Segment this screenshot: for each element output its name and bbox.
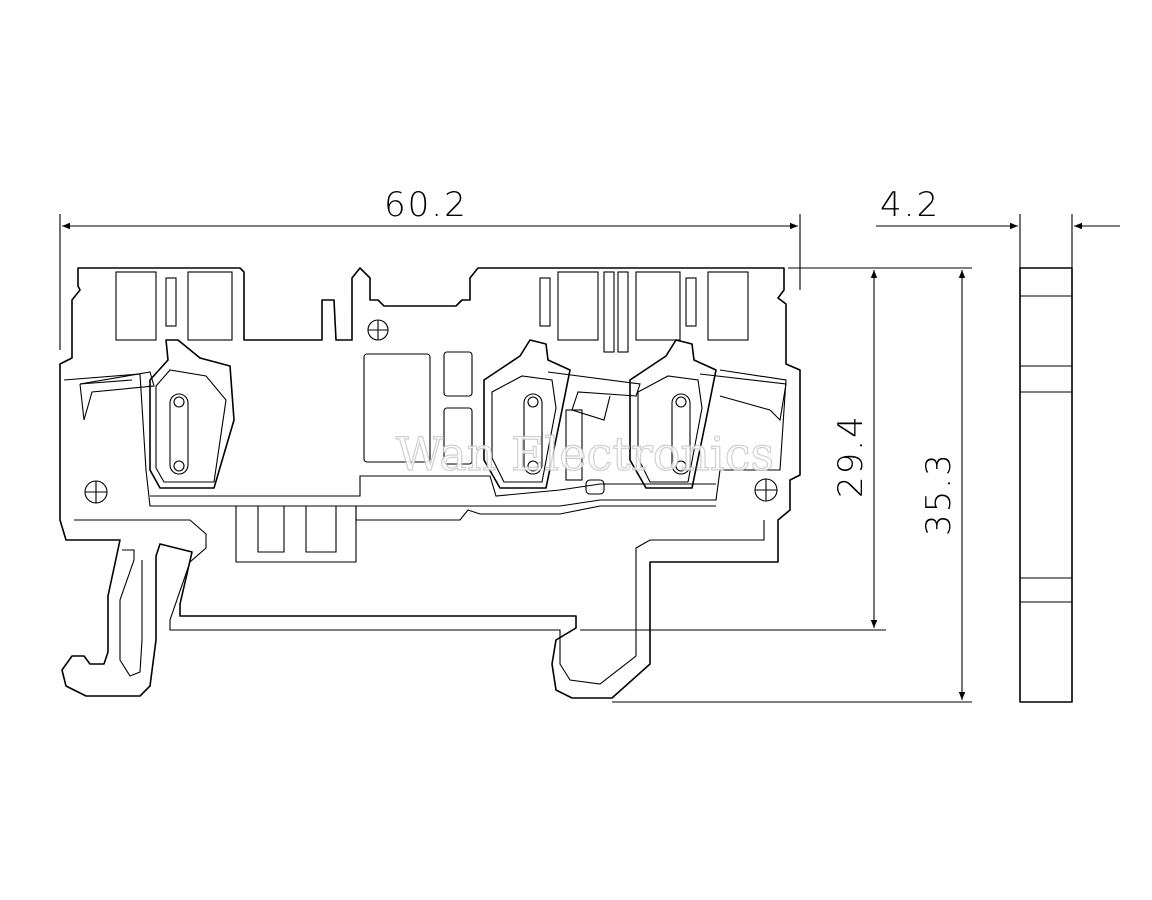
dimension-height-inner: 29.4	[580, 267, 886, 631]
dimension-height-total: 35.3	[612, 267, 972, 703]
screw-3	[754, 478, 778, 502]
spring-clamp-1	[79, 339, 235, 489]
marker-window	[363, 353, 431, 463]
bus-bar	[150, 475, 716, 497]
bus-bar-lower	[355, 505, 716, 521]
top-slot-2	[165, 277, 177, 327]
dim-label-height-inner: 29.4	[831, 414, 871, 498]
lower-slot	[257, 506, 337, 553]
top-slot-10	[707, 271, 749, 341]
spring-clamp-3	[629, 339, 787, 489]
housing-outline	[59, 267, 801, 699]
top-slot-4	[539, 277, 551, 327]
screw-2	[84, 480, 108, 504]
screw-1	[367, 319, 389, 341]
top-slot-8	[635, 271, 681, 341]
foot-slot	[119, 549, 143, 677]
rail-channel	[74, 519, 765, 685]
side-window-2	[443, 407, 473, 465]
inner-frame	[63, 369, 787, 507]
top-slot-5	[557, 271, 599, 341]
spring-clamp-2	[483, 339, 641, 495]
dim-label-height-total: 35.3	[919, 452, 959, 536]
dim-label-width-side: 4.2	[880, 185, 940, 225]
dimension-width-total: 60.2	[59, 185, 801, 350]
dimension-width-side: 4.2	[876, 185, 1120, 268]
top-slot-6	[603, 271, 615, 353]
dim-label-width-total: 60.2	[384, 185, 468, 225]
side-window-1	[443, 351, 473, 397]
top-slot-3	[187, 271, 233, 341]
top-slot-7	[617, 271, 629, 353]
top-slot-1	[115, 271, 157, 341]
top-slot-9	[685, 277, 697, 327]
terminal-block-front-view: Wan Electronics	[59, 267, 801, 699]
lower-cavity	[235, 506, 357, 563]
watermark: Wan Electronics	[396, 427, 774, 481]
terminal-block-side-view	[1019, 267, 1073, 703]
